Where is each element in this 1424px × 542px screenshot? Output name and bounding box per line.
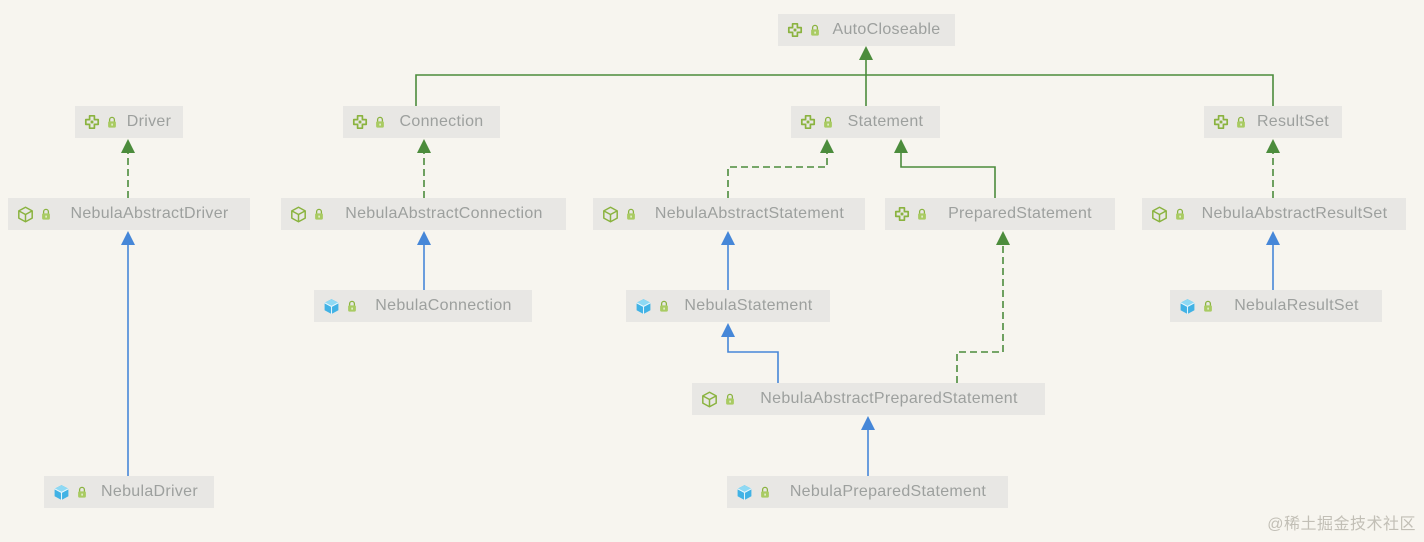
arrowhead-nebula-abstract-statement-implements-statement xyxy=(820,139,834,153)
arrowhead-nebula-abstract-resultset-implements-resultset xyxy=(1266,139,1280,153)
class-name: AutoCloseable xyxy=(832,21,941,38)
interface-icon xyxy=(787,22,803,38)
edge-naps-extends-nebula-statement xyxy=(727,337,779,383)
arrowhead-nebula-statement-extends-nebula-abstract-statement xyxy=(721,231,735,245)
lock-icon xyxy=(1174,208,1186,221)
class-name: Driver xyxy=(126,113,172,130)
lock-icon xyxy=(658,300,670,313)
lock-icon xyxy=(374,116,386,129)
class-node-nebula-resultset[interactable]: NebulaResultSet xyxy=(1170,290,1382,322)
lock-icon xyxy=(625,208,637,221)
arrowhead-naps-extends-nebula-statement xyxy=(721,323,735,337)
lock-icon xyxy=(759,486,771,499)
class-node-resultset[interactable]: ResultSet xyxy=(1204,106,1342,138)
class-node-nebula-prepared-statement[interactable]: NebulaPreparedStatement xyxy=(727,476,1008,508)
class-node-prepared-statement[interactable]: PreparedStatement xyxy=(885,198,1115,230)
abstract-class-icon xyxy=(1151,206,1168,223)
class-node-connection[interactable]: Connection xyxy=(343,106,500,138)
abstract-class-icon xyxy=(602,206,619,223)
class-node-nebula-driver[interactable]: NebulaDriver xyxy=(44,476,214,508)
class-name: NebulaStatement xyxy=(684,297,813,314)
class-name: NebulaAbstractPreparedStatement xyxy=(760,390,1018,407)
lock-icon xyxy=(822,116,834,129)
abstract-class-icon xyxy=(17,206,34,223)
arrowhead-naps-implements-prepared-statement xyxy=(996,231,1010,245)
edge-nebula-abstract-statement-implements-statement xyxy=(727,153,828,198)
class-icon xyxy=(53,484,70,501)
lock-icon xyxy=(1235,116,1247,129)
class-name: NebulaAbstractDriver xyxy=(70,205,229,222)
lock-icon xyxy=(916,208,928,221)
class-name: NebulaConnection xyxy=(375,297,512,314)
class-icon xyxy=(736,484,753,501)
class-name: Connection xyxy=(399,113,484,130)
class-name: NebulaAbstractConnection xyxy=(345,205,543,222)
class-name: NebulaPreparedStatement xyxy=(789,483,987,500)
class-icon xyxy=(1179,298,1196,315)
arrowhead-nebula-connection-extends-nebula-abstract-connection xyxy=(417,231,431,245)
lock-icon xyxy=(809,24,821,37)
abstract-class-icon xyxy=(701,391,718,408)
lock-icon xyxy=(106,116,118,129)
class-node-statement[interactable]: Statement xyxy=(791,106,940,138)
class-icon xyxy=(323,298,340,315)
lock-icon xyxy=(1202,300,1214,313)
edge-prepared-statement-extends-statement xyxy=(900,153,996,198)
lock-icon xyxy=(346,300,358,313)
class-name: NebulaResultSet xyxy=(1234,297,1359,314)
class-name: PreparedStatement xyxy=(948,205,1092,222)
arrowhead-prepared-statement-extends-statement xyxy=(894,139,908,153)
interface-icon xyxy=(1213,114,1229,130)
lock-icon xyxy=(724,393,736,406)
lock-icon xyxy=(76,486,88,499)
edge-naps-implements-prepared-statement xyxy=(956,245,1004,383)
edge-interface-bus xyxy=(415,74,1274,106)
class-node-nebula-abstract-connection[interactable]: NebulaAbstractConnection xyxy=(281,198,566,230)
class-name: ResultSet xyxy=(1256,113,1330,130)
class-node-nebula-abstract-resultset[interactable]: NebulaAbstractResultSet xyxy=(1142,198,1406,230)
arrowhead-nebula-prepared-statement-extends-naps xyxy=(861,416,875,430)
class-icon xyxy=(635,298,652,315)
class-node-driver[interactable]: Driver xyxy=(75,106,183,138)
arrowhead-nebula-driver-extends-nebula-abstract-driver xyxy=(121,231,135,245)
interface-icon xyxy=(352,114,368,130)
class-node-nebula-statement[interactable]: NebulaStatement xyxy=(626,290,830,322)
interface-icon xyxy=(84,114,100,130)
arrowhead-nebula-abstract-connection-implements-connection xyxy=(417,139,431,153)
watermark: @稀土掘金技术社区 xyxy=(1267,516,1416,533)
class-node-autocloseable[interactable]: AutoCloseable xyxy=(778,14,955,46)
lock-icon xyxy=(313,208,325,221)
class-node-nebula-connection[interactable]: NebulaConnection xyxy=(314,290,532,322)
interface-icon xyxy=(894,206,910,222)
class-node-nebula-abstract-statement[interactable]: NebulaAbstractStatement xyxy=(593,198,865,230)
abstract-class-icon xyxy=(290,206,307,223)
arrowhead-nebula-resultset-extends-nebula-abstract-resultset xyxy=(1266,231,1280,245)
interface-icon xyxy=(800,114,816,130)
class-name: NebulaAbstractResultSet xyxy=(1201,205,1388,222)
class-node-nebula-abstract-driver[interactable]: NebulaAbstractDriver xyxy=(8,198,250,230)
class-name: NebulaAbstractStatement xyxy=(654,205,845,222)
class-name: NebulaDriver xyxy=(101,483,198,500)
lock-icon xyxy=(40,208,52,221)
class-name: Statement xyxy=(847,113,924,130)
arrowhead-nebula-abstract-driver-implements-driver xyxy=(121,139,135,153)
arrowhead-bus-to-autocloseable xyxy=(859,46,873,60)
class-node-nebula-abstract-prepared-statement[interactable]: NebulaAbstractPreparedStatement xyxy=(692,383,1045,415)
